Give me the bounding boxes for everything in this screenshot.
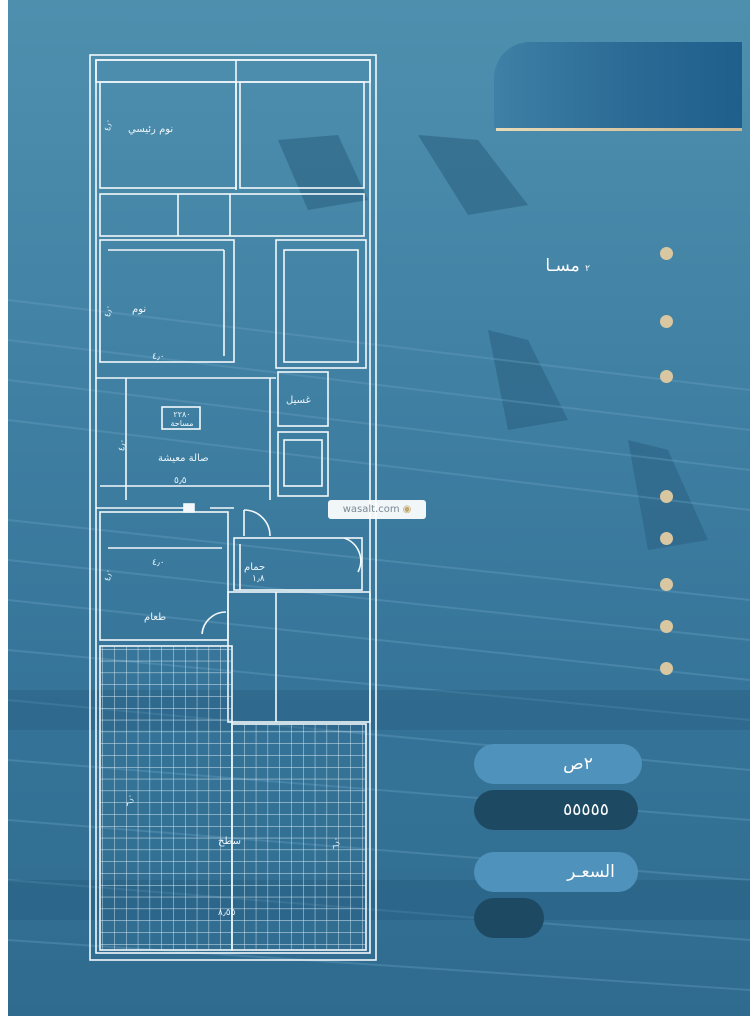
room-label-living-hall: صالة معيشة xyxy=(158,453,209,464)
brochure-page: نوم رئيسي نوم غسيل ٢٢٨٠ مساحة صالة معيشة… xyxy=(8,0,750,1016)
bullet-1 xyxy=(660,247,673,260)
price-label: السعـر xyxy=(567,862,615,882)
room-label-laundry: غسيل xyxy=(286,395,311,406)
dim-dining-width: ٤٫٠ xyxy=(152,558,165,568)
info-pill-2-text: ٥٥٥٥٥ xyxy=(563,800,611,820)
dim-bath-width: ١٫٨ xyxy=(252,574,265,584)
dim-living-side: ٤٫٠ xyxy=(117,438,128,452)
bullet-5 xyxy=(660,532,673,545)
dim-master-side: ٤٫٠ xyxy=(103,118,114,132)
bullet-7 xyxy=(660,620,673,633)
info-pill-1-text: ٢ص xyxy=(563,754,593,774)
bullet-8 xyxy=(660,662,673,675)
watermark: wasalt.com ◉ xyxy=(328,500,426,519)
dim-roof-left: ٦٫٠ xyxy=(125,793,136,807)
bullet-2 xyxy=(660,315,673,328)
info-pill-1: ٢ص xyxy=(474,744,642,784)
price-pill: السعـر xyxy=(474,852,638,892)
bullet-6 xyxy=(660,578,673,591)
dim-roof-width: ٨٫٥٥ xyxy=(218,908,236,918)
watermark-text: wasalt.com xyxy=(342,504,400,515)
area-unit-mark: ٢ xyxy=(585,264,591,274)
room-label-bedroom: نوم xyxy=(132,304,147,315)
room-label-roof: سطح xyxy=(218,836,242,847)
room-label-master-bedroom: نوم رئيسي xyxy=(128,124,174,135)
info-pill-2: ٥٥٥٥٥ xyxy=(474,790,638,830)
header-underline xyxy=(496,128,742,131)
info-pill-4 xyxy=(474,898,544,938)
dim-roof-right: ٦٫٠ xyxy=(331,836,342,850)
header-panel xyxy=(494,42,742,128)
area-label-text: مسـا xyxy=(545,256,580,276)
location-pin-icon: ◉ xyxy=(402,504,412,515)
dim-dining-side: ٤٫٠ xyxy=(103,568,114,582)
bullet-3 xyxy=(660,370,673,383)
dim-bedroom-side: ٤٫٠ xyxy=(103,304,114,318)
floor-plan xyxy=(89,54,377,961)
room-label-bathroom: حمام xyxy=(244,562,266,573)
dim-bedroom-width: ٤٫٠ xyxy=(152,352,165,362)
area-label: ٢ مسـا xyxy=(478,256,591,276)
bullet-4 xyxy=(660,490,673,503)
living-area-box: ٢٢٨٠ مساحة xyxy=(170,410,194,428)
dim-living-width: ٥٫٥ xyxy=(174,476,187,486)
room-label-dining: طعام xyxy=(144,612,167,623)
